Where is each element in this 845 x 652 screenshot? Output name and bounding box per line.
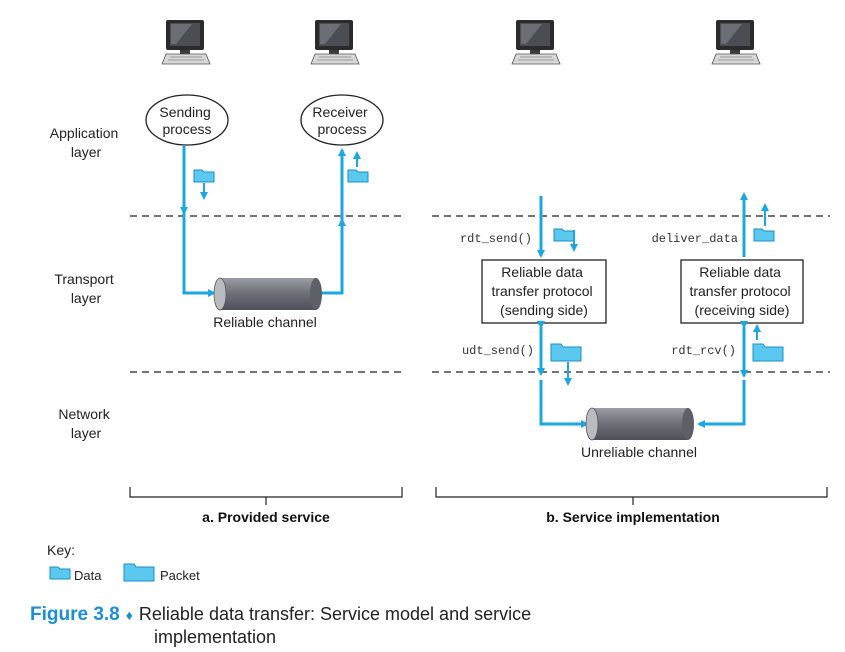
sender-protocol-label: Reliable data transfer protocol (sending…: [491, 264, 596, 318]
unreliable-channel-pipe: [585, 407, 694, 441]
receiver-protocol-label: Reliable data transfer protocol (receivi…: [689, 264, 794, 318]
sending-process-node: [145, 94, 229, 146]
figure-title-line1: Reliable data transfer: Service model an…: [138, 604, 532, 624]
packet-icon: [550, 343, 582, 362]
network-layer-label: Network layer: [58, 406, 113, 441]
deliver-data-label: deliver_data: [652, 232, 738, 246]
unreliable-channel-label: Unreliable channel: [581, 444, 697, 460]
panel-b-caption: b. Service implementation: [546, 509, 720, 525]
panel-b-bracket: [435, 487, 828, 505]
transport-layer-label: Transport layer: [54, 271, 117, 306]
udt-send-label: udt_send(): [462, 344, 534, 358]
computer-icon: [711, 19, 761, 65]
packet-icon: [752, 343, 784, 362]
figure-number: Figure 3.8: [30, 604, 120, 625]
figure-caption: Figure 3.8 ♦ Reliable data transfer: Servi…: [30, 604, 730, 648]
packet-icon: [123, 563, 155, 582]
data-icon: [49, 566, 71, 580]
receive-flow-arrow: [321, 148, 346, 295]
key-packet-label: Packet: [160, 568, 200, 583]
rdt-rcv-label: rdt_rcv(): [671, 344, 736, 358]
receiver-process-node: [300, 94, 384, 146]
panel-a-caption: a. Provided service: [202, 509, 330, 525]
network-send-arrow: [539, 380, 589, 428]
key-data-label: Data: [74, 568, 102, 583]
computer-icon: [511, 19, 561, 65]
key-title: Key:: [47, 542, 75, 558]
application-layer-label: Application layer: [50, 125, 122, 160]
reliable-channel-label: Reliable channel: [213, 314, 317, 330]
computer-icon: [310, 19, 360, 65]
reliable-channel-pipe: [213, 277, 322, 311]
data-icon: [753, 228, 775, 242]
send-flow-arrow: [182, 146, 216, 297]
diagram: Application layer Transport layer Networ…: [47, 19, 830, 583]
rdt-send-label: rdt_send(): [460, 232, 532, 246]
network-receive-arrow: [697, 380, 746, 428]
computer-icon: [161, 19, 211, 65]
receiver-protocol-box: [680, 259, 804, 324]
panel-a-bracket: [129, 487, 403, 505]
data-icon: [193, 169, 215, 183]
receiver-process-label: Receiver process: [312, 104, 371, 137]
figure-title-line2: implementation: [154, 627, 277, 647]
sending-process-label: Sending process: [159, 104, 214, 137]
caption-separator: ♦: [125, 607, 133, 623]
data-icon: [347, 169, 369, 183]
data-icon: [553, 228, 575, 242]
